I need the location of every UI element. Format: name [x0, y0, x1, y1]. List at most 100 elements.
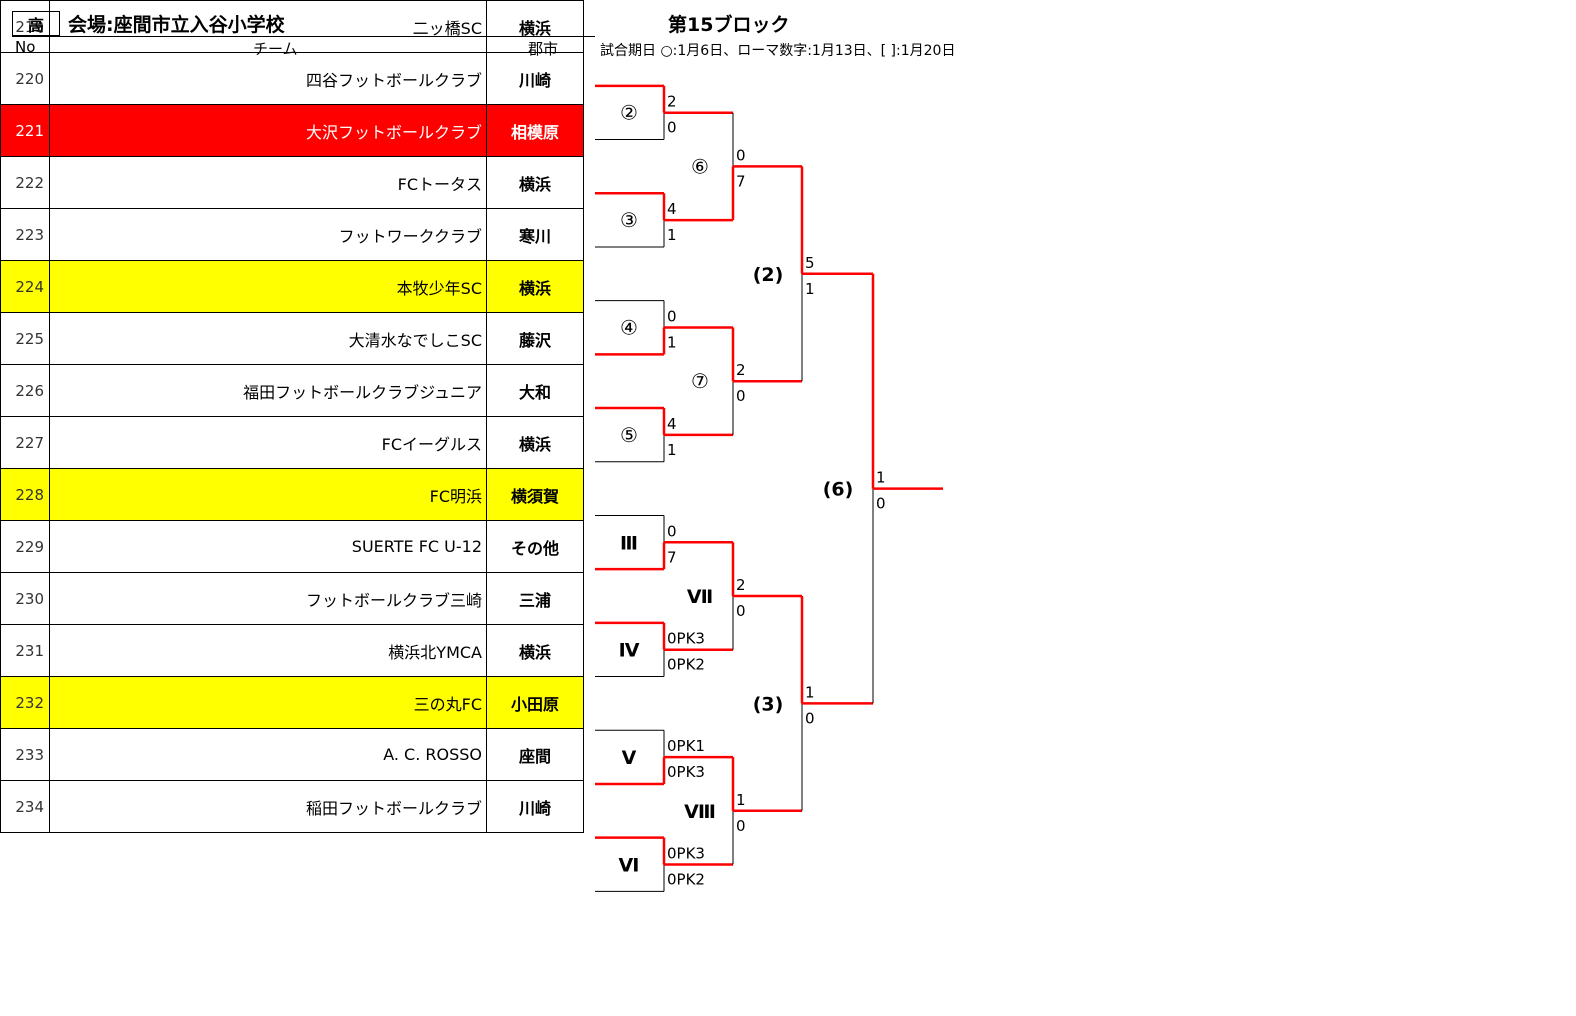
team-city: 川崎	[486, 780, 584, 833]
header-divider	[12, 36, 595, 37]
match-circle-3: ③	[620, 208, 638, 232]
team-no: 234	[0, 780, 50, 833]
match-roman-3: Ⅲ	[620, 532, 638, 554]
score-bottom: 1	[805, 280, 815, 298]
team-no: 230	[0, 572, 50, 625]
match-final: (6)	[823, 479, 854, 501]
score-bottom: 0PK2	[667, 656, 705, 674]
team-city: 横浜	[486, 260, 584, 313]
team-city: 大和	[486, 364, 584, 417]
score-top: 4	[667, 415, 677, 433]
match-r2-2: ⑦	[691, 369, 709, 393]
score-bottom: 0	[667, 119, 677, 137]
team-no: 233	[0, 728, 50, 781]
team-no: 231	[0, 624, 50, 677]
score-top: 1	[805, 683, 815, 701]
score-top: 2	[736, 576, 746, 594]
block-title: 第15ブロック	[668, 14, 790, 36]
score-top: 0PK1	[667, 737, 705, 755]
score-top: 2	[667, 93, 677, 111]
team-name: A. C. ROSSO	[49, 728, 487, 781]
team-no: 226	[0, 364, 50, 417]
match-circle-4: ④	[620, 316, 638, 340]
team-name: 三の丸FC	[49, 676, 487, 729]
grade-badge: 高	[12, 11, 60, 36]
score-bottom: 0	[736, 817, 746, 835]
match-circle-5: ⑤	[620, 423, 638, 447]
match-r2-4: Ⅷ	[684, 801, 716, 823]
team-no: 228	[0, 468, 50, 521]
team-no: 229	[0, 520, 50, 573]
team-city: 川崎	[486, 52, 584, 105]
column-header-team: チーム	[253, 40, 298, 58]
team-name: FC明浜	[49, 468, 487, 521]
team-city: 横浜	[486, 624, 584, 677]
venue-title: 会場:座間市立入谷小学校	[68, 14, 285, 36]
score-top: 0	[667, 308, 677, 326]
score-top: 4	[667, 200, 677, 218]
team-city: 藤沢	[486, 312, 584, 365]
column-header-city: 郡市	[528, 40, 559, 58]
match-r3-2: (3)	[753, 693, 784, 715]
score-bottom: 0	[876, 495, 886, 513]
team-name: FCトータス	[49, 156, 487, 209]
score-bottom: 0PK3	[667, 763, 705, 781]
team-city: 横浜	[486, 416, 584, 469]
team-no: 227	[0, 416, 50, 469]
team-no: 225	[0, 312, 50, 365]
score-top: 2	[736, 361, 746, 379]
score-bottom: 7	[667, 548, 677, 566]
team-name: 本牧少年SC	[49, 260, 487, 313]
score-top: 0PK3	[667, 845, 705, 863]
team-city: 寒川	[486, 208, 584, 261]
score-top: 0PK3	[667, 630, 705, 648]
score-bottom: 0	[736, 602, 746, 620]
match-r3-1: (2)	[753, 264, 784, 286]
column-header-no: No	[15, 38, 36, 56]
team-name: 横浜北YMCA	[49, 624, 487, 677]
score-bottom: 1	[667, 334, 677, 352]
score-bottom: 1	[667, 441, 677, 459]
score-bottom: 1	[667, 226, 677, 244]
score-top: 0	[736, 146, 746, 164]
match-r2-1: ⑥	[691, 154, 709, 178]
team-city: 座間	[486, 728, 584, 781]
team-name: フットワーククラブ	[49, 208, 487, 261]
team-name: フットボールクラブ三崎	[49, 572, 487, 625]
match-roman-4: Ⅳ	[619, 640, 640, 662]
team-city: その他	[486, 520, 584, 573]
match-circle-2: ②	[620, 101, 638, 125]
score-top: 5	[805, 254, 815, 272]
team-name: 大沢フットボールクラブ	[49, 104, 487, 157]
score-bottom: 7	[736, 172, 746, 190]
team-no: 232	[0, 676, 50, 729]
score-top: 1	[876, 469, 886, 487]
match-roman-5: Ⅴ	[622, 747, 637, 769]
team-no: 224	[0, 260, 50, 313]
team-no: 221	[0, 104, 50, 157]
score-top: 0	[667, 522, 677, 540]
match-dates-note: 試合期日 ○:1月6日、ローマ数字:1月13日、[ ]:1月20日	[600, 43, 956, 59]
team-city: 相模原	[486, 104, 584, 157]
score-bottom: 0PK2	[667, 871, 705, 889]
team-city: 横須賀	[486, 468, 584, 521]
team-name: 福田フットボールクラブジュニア	[49, 364, 487, 417]
score-bottom: 0	[805, 709, 815, 727]
team-city: 横浜	[486, 156, 584, 209]
score-bottom: 0	[736, 387, 746, 405]
